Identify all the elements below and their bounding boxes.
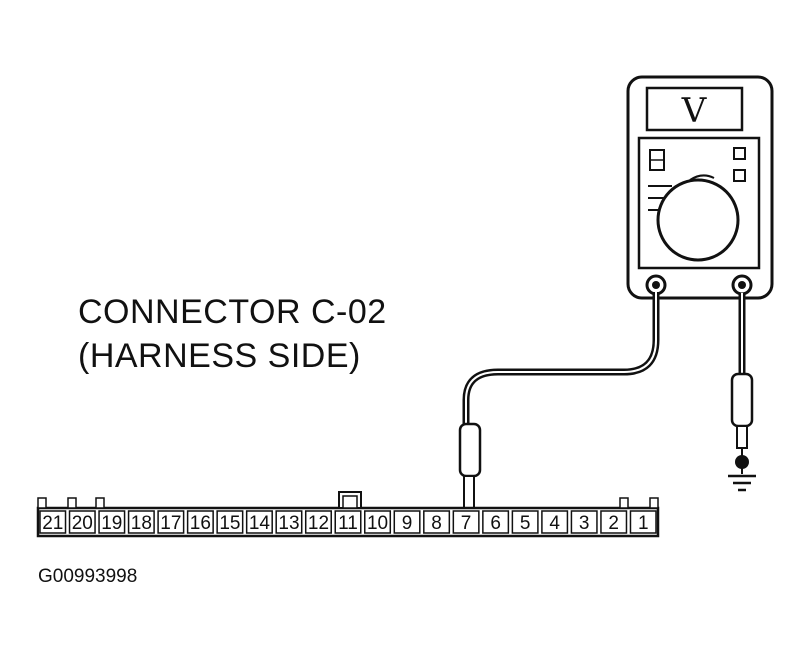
pin-cavity-2[interactable]: [600, 510, 628, 534]
pin-label-11: 11: [338, 513, 358, 534]
pin-cavity-10[interactable]: [364, 510, 392, 534]
selector-dial[interactable]: [656, 178, 740, 262]
pin-label-7: 7: [461, 513, 472, 534]
multimeter-display: [645, 86, 744, 132]
pin-cavity-17[interactable]: [157, 510, 185, 534]
pin-label-2: 2: [608, 513, 619, 534]
mode-button-1[interactable]: [733, 147, 746, 160]
probe-tip: [463, 475, 475, 513]
pin-cavity-12[interactable]: [304, 510, 332, 534]
ground-test-lead: [728, 293, 756, 492]
pin-label-3: 3: [579, 513, 590, 534]
pin-label-15: 15: [219, 513, 240, 534]
pin-label-21: 21: [42, 513, 63, 534]
pin-label-6: 6: [490, 513, 501, 534]
pin-label-5: 5: [520, 513, 531, 534]
pin-cavity-8[interactable]: [423, 510, 451, 534]
pin-label-1: 1: [638, 513, 649, 534]
pin-cavity-20[interactable]: [68, 510, 96, 534]
pin-cavity-1[interactable]: [629, 510, 657, 534]
pin-cavity-7[interactable]: [452, 510, 480, 534]
figure-id: G00993998: [38, 566, 138, 587]
connector-name: CONNECTOR C-02: [78, 293, 387, 331]
probe-handle[interactable]: [458, 422, 482, 478]
connector-side: (HARNESS SIDE): [78, 337, 361, 375]
pin-cavity-6[interactable]: [482, 510, 510, 534]
pin-label-17: 17: [160, 513, 181, 534]
pin-label-8: 8: [431, 513, 442, 534]
mode-button-2[interactable]: [733, 169, 746, 182]
pin-cavity-4[interactable]: [541, 510, 569, 534]
connector-title: CONNECTOR C-02 (HARNESS SIDE): [78, 290, 387, 378]
pin-cavity-16[interactable]: [186, 510, 214, 534]
multimeter: V: [626, 75, 774, 300]
ground-icon: [728, 474, 756, 492]
pin-cavity-15[interactable]: [216, 510, 244, 534]
pin-cavity-5[interactable]: [511, 510, 539, 534]
pin-label-4: 4: [549, 513, 560, 534]
pin-cavity-14[interactable]: [245, 510, 273, 534]
pin-label-13: 13: [278, 513, 299, 534]
pin-cavity-3[interactable]: [570, 510, 598, 534]
pin-label-18: 18: [131, 513, 152, 534]
pin-label-20: 20: [72, 513, 93, 534]
pin-label-14: 14: [249, 513, 271, 534]
pin-cavity-9[interactable]: [393, 510, 421, 534]
pin-label-10: 10: [367, 513, 388, 534]
multimeter-display-value: V: [681, 91, 708, 131]
pin-label-12: 12: [308, 513, 329, 534]
pin-cavity-21[interactable]: [39, 510, 67, 534]
pin-cavity-11[interactable]: [334, 510, 362, 534]
pin-label-9: 9: [402, 513, 413, 534]
positive-test-lead: [458, 292, 660, 513]
pin-cavity-19[interactable]: [98, 510, 126, 534]
pin-label-16: 16: [190, 513, 211, 534]
pin-label-19: 19: [101, 513, 122, 534]
pin-cavity-18[interactable]: [127, 510, 155, 534]
ground-probe-handle[interactable]: [730, 372, 754, 428]
pin-cavity-13[interactable]: [275, 510, 303, 534]
